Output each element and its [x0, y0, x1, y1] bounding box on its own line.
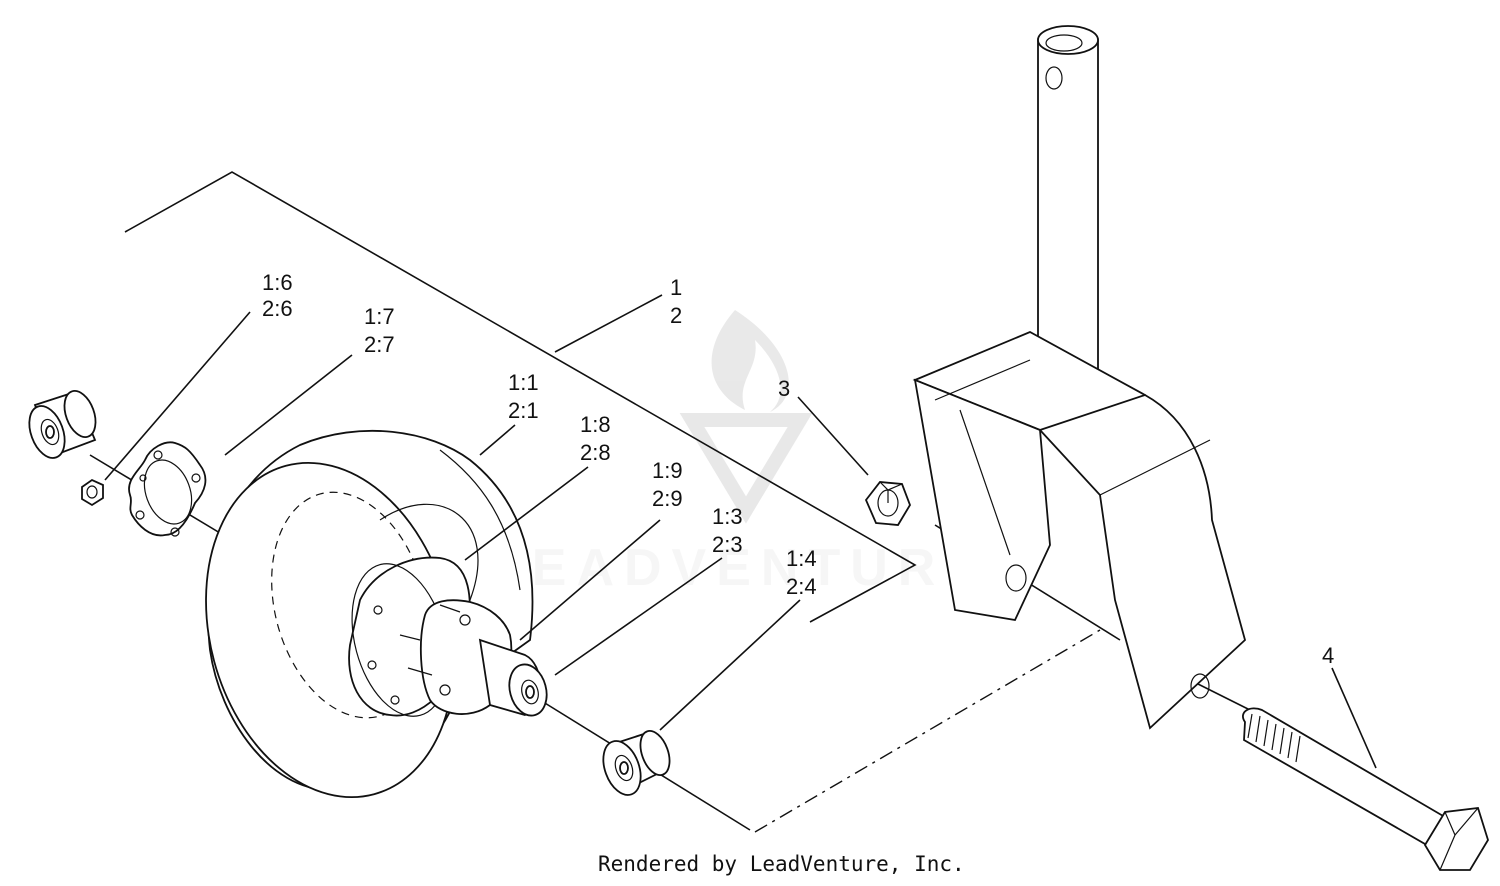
callout-1-2-line1: 1 [670, 275, 682, 300]
callout-1-6-line2: 2:6 [262, 296, 293, 321]
callout-1-8-line1: 1:8 [580, 412, 611, 437]
callout-1-1-line2: 2:1 [508, 398, 539, 423]
left-bearing [28, 390, 97, 459]
watermark-flame-icon [711, 310, 789, 412]
callout-1-7-line2: 2:7 [364, 332, 395, 357]
callout-1-2-line2: 2 [670, 303, 682, 328]
leader-1-1 [479, 424, 516, 456]
callout-3: 3 [778, 376, 790, 401]
callout-1-9-line1: 1:9 [652, 458, 683, 483]
watermark-text: LEADVENTURE [490, 539, 990, 597]
leader-3 [797, 396, 869, 476]
watermark: LEADVENTURE [490, 310, 990, 597]
bolt-centerline [754, 629, 1101, 833]
leader-1-9 [519, 519, 661, 641]
axle-bolt [1242, 707, 1489, 871]
leader-1-2 [554, 294, 663, 353]
leader-1-3 [554, 557, 723, 676]
leader-1-8 [464, 466, 589, 561]
leader-1-4 [659, 599, 801, 731]
hex-nut [864, 481, 911, 526]
callout-1-7-line1: 1:7 [364, 304, 395, 329]
leader-4 [1331, 667, 1377, 769]
right-bearing [602, 730, 671, 796]
bolt-axis-line [1189, 679, 1251, 711]
callout-1-6-line1: 1:6 [262, 270, 293, 295]
footer-credit: Rendered by LeadVenture, Inc. [598, 852, 965, 876]
callout-1-2: 1 2 [670, 275, 682, 328]
small-lug-nut [81, 478, 104, 507]
callout-1-6: 1:6 2:6 [262, 270, 293, 321]
callout-1-1: 1:1 2:1 [508, 370, 539, 423]
wheel-hub [399, 599, 548, 717]
watermark-v-icon [679, 413, 813, 524]
leader-1-7 [224, 354, 353, 456]
callout-1-8-line2: 2:8 [580, 440, 611, 465]
callout-1-9: 1:9 2:9 [652, 458, 683, 511]
callout-1-1-line1: 1:1 [508, 370, 539, 395]
leader-lines [104, 294, 1377, 769]
callout-1-4: 1:4 2:4 [786, 546, 817, 599]
callout-1-3-line2: 2:3 [712, 532, 743, 557]
assembly-bracket [124, 171, 917, 623]
callout-1-8: 1:8 2:8 [580, 412, 611, 465]
leader-1-6 [104, 311, 251, 481]
callout-1-4-line1: 1:4 [786, 546, 817, 571]
callout-1-9-line2: 2:9 [652, 486, 683, 511]
callout-1-3-line1: 1:3 [712, 504, 743, 529]
callout-1-4-line2: 2:4 [786, 574, 817, 599]
callout-1-3: 1:3 2:3 [712, 504, 743, 557]
flange-plate [128, 441, 207, 537]
caster-fork [912, 25, 1247, 730]
callout-4: 4 [1322, 643, 1334, 668]
callout-1-7: 1:7 2:7 [364, 304, 395, 357]
